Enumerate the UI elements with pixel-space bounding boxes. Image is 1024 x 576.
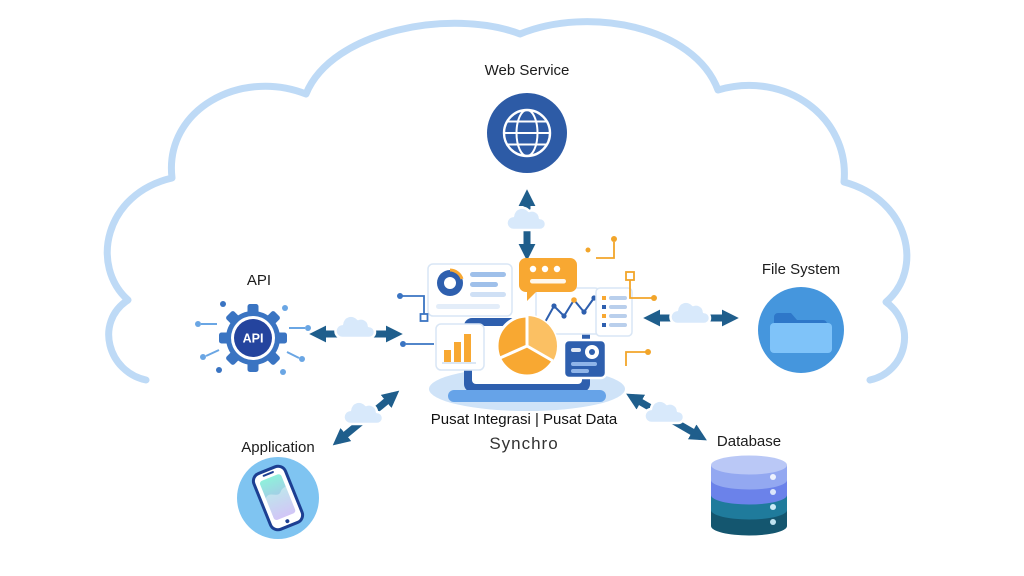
bar-chart-card [435, 323, 485, 371]
database-icon [711, 455, 787, 536]
web-service-node: Web Service [485, 62, 570, 173]
database-label: Database [717, 433, 781, 450]
file-system-label: File System [762, 261, 840, 278]
api-badge-text: API [243, 332, 264, 346]
application-label: Application [241, 439, 314, 456]
chat-bubble-icon [519, 258, 577, 301]
web-service-label: Web Service [485, 62, 570, 79]
media-card [562, 338, 608, 380]
smartphone-icon [237, 457, 319, 539]
hub-illustration: Pusat Integrasi | Pusat Data Synchro [397, 236, 657, 453]
pie-chart-icon [495, 314, 559, 378]
file-system-node: File System [758, 261, 844, 373]
globe-icon [487, 93, 567, 173]
list-card [595, 287, 633, 337]
api-label: API [247, 272, 271, 289]
application-node: Application [237, 439, 319, 539]
circuit-decoration [397, 236, 657, 366]
cloud-outline [103, 18, 911, 384]
api-node: API API [195, 272, 311, 375]
api-gear-icon: API [195, 301, 311, 375]
dashboard-card [427, 263, 513, 317]
hub-title: Pusat Integrasi | Pusat Data [431, 411, 618, 428]
hub-subtitle: Synchro [489, 434, 558, 453]
database-node: Database [711, 433, 787, 536]
folder-icon [758, 287, 844, 373]
